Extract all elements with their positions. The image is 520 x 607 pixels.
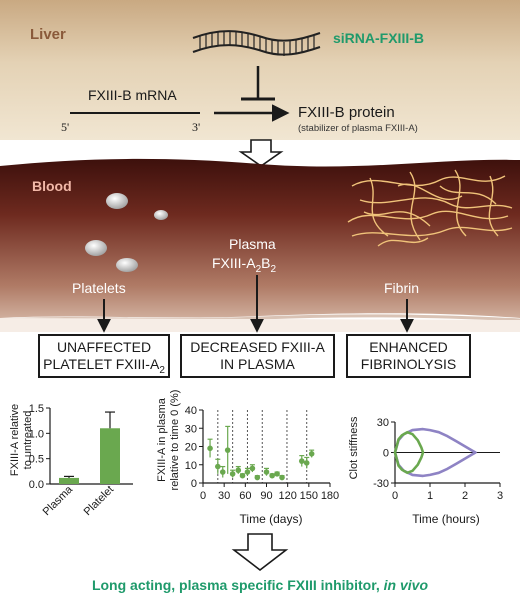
scatter-point <box>249 465 256 472</box>
bar <box>100 428 120 484</box>
outcome-box-platelet: UNAFFECTED PLATELET FXIII-A2 <box>38 334 170 378</box>
inhibition-icon <box>241 66 275 101</box>
outcome-plasma-line1: DECREASED FXIII-A <box>190 339 325 355</box>
bar <box>59 477 79 484</box>
sirna-label: siRNA-FXIII-B <box>333 30 424 46</box>
scatter-point <box>244 469 251 475</box>
bar-ytick-label: 1.5 <box>29 403 44 415</box>
scatter-point <box>303 460 310 466</box>
outcome-platelet-line2: PLATELET FXIII-A2 <box>43 356 165 376</box>
fibrin-label: Fibrin <box>384 280 419 296</box>
bar-ytick-label: 1.0 <box>29 428 44 440</box>
scatter-ylabel-line2: relative to time 0 (%) <box>169 390 181 491</box>
liver-label: Liver <box>30 26 66 43</box>
bar-ylabel-line1: FXIII-A relative <box>9 404 21 476</box>
scatter-point <box>224 447 231 453</box>
scatter-ytick-label: 10 <box>185 460 197 472</box>
scatter-xtick-label: 180 <box>321 490 339 502</box>
bar-chart: FXIII-A relative to untreated 0.0 0.5 1.0 1… <box>9 403 133 518</box>
outcome-plasma-line2: IN PLASMA <box>220 356 295 372</box>
conclusion-main: Long acting, plasma specific FXIII inhib… <box>91 577 380 593</box>
clot-series-treated <box>393 430 425 475</box>
bar-ytick-label: 0.5 <box>29 454 44 466</box>
outcome-box-plasma: DECREASED FXIII-A IN PLASMA <box>180 334 335 378</box>
scatter-point <box>219 469 226 475</box>
platelets-label: Platelets <box>72 280 126 296</box>
scatter-xtick-label: 120 <box>278 490 296 502</box>
scatter-point <box>235 467 242 474</box>
conclusion-italic: in vivo <box>383 577 429 593</box>
scatter-point <box>298 458 305 464</box>
clot-ytick-label: 30 <box>377 417 389 429</box>
scatter-ytick-label: 40 <box>185 405 197 417</box>
scatter-point <box>269 472 275 479</box>
scatter-xtick-label: 60 <box>239 490 251 502</box>
platelet-icons <box>85 193 168 272</box>
scatter-point <box>239 472 246 479</box>
protein-label: FXIII-B protein <box>298 104 395 121</box>
clot-ytick-label: -30 <box>373 478 389 490</box>
outcome-platelet-line1: UNAFFECTED <box>56 339 152 355</box>
scatter-point <box>207 445 213 452</box>
clot-xtick-label: 2 <box>462 490 468 502</box>
protein-note: (stabilizer of plasma FXIII-A) <box>298 123 418 134</box>
bar-ytick-label: 0.0 <box>29 479 44 491</box>
outcome-fibrinolysis-line1: ENHANCED <box>369 339 448 355</box>
scatter-xtick-label: 150 <box>300 490 318 502</box>
bar-category-label: Plasma <box>41 483 76 518</box>
clot-xlabel: Time (hours) <box>412 512 480 526</box>
scatter-ytick-label: 0 <box>191 478 197 490</box>
scatter-xlabel: Time (days) <box>240 512 303 526</box>
clot-series-control <box>393 427 477 478</box>
scatter-xtick-label: 90 <box>260 490 272 502</box>
scatter-point <box>254 474 261 481</box>
blood-label: Blood <box>32 178 72 194</box>
scatter-xtick-label: 0 <box>200 490 206 502</box>
scatter-ytick-label: 20 <box>185 442 197 454</box>
clot-xtick-label: 3 <box>497 490 503 502</box>
outcome-fibrinolysis-line2: FIBRINOLYSIS <box>360 356 457 372</box>
mrna-label: FXIII-B mRNA <box>88 87 177 103</box>
liver-panel <box>0 0 520 140</box>
scatter-xtick-label: 30 <box>218 490 230 502</box>
three-prime: 3' <box>192 120 200 134</box>
bar-ylabel-line2: to untreated <box>22 411 34 470</box>
five-prime: 5' <box>61 120 69 134</box>
scatter-ylabel-line1: FXIII-A in plasma <box>156 397 168 482</box>
scatter-ytick-label: 30 <box>185 423 197 435</box>
scatter-point <box>308 451 315 457</box>
conclusion-arrow-icon <box>231 533 289 572</box>
bar-category-label: Platelet <box>82 484 116 518</box>
clot-xtick-label: 1 <box>427 490 433 502</box>
blood-vessel <box>0 158 520 318</box>
scatter-point <box>229 471 236 477</box>
fibrin-mesh-icon <box>347 169 513 247</box>
scatter-point <box>215 463 221 470</box>
sirna-duplex-icon <box>192 30 321 56</box>
clot-xtick-label: 0 <box>392 490 398 502</box>
plasma-label-line2: FXIII-A2B2 <box>212 255 276 275</box>
scatter-chart: FXIII-A in plasma relative to time 0 (%)… <box>156 390 339 526</box>
liver-to-blood-arrow-icon <box>238 139 284 167</box>
clot-ytick-label: 0 <box>383 448 389 460</box>
scatter-point <box>274 471 280 477</box>
outcome-box-fibrinolysis: ENHANCED FIBRINOLYSIS <box>346 334 471 378</box>
scatter-point <box>263 469 270 475</box>
conclusion-text: Long acting, plasma specific FXIII inhib… <box>0 577 520 593</box>
scatter-point <box>279 474 285 481</box>
clot-ylabel: Clot stiffness <box>348 416 360 479</box>
plasma-label-line1: Plasma <box>229 236 276 252</box>
